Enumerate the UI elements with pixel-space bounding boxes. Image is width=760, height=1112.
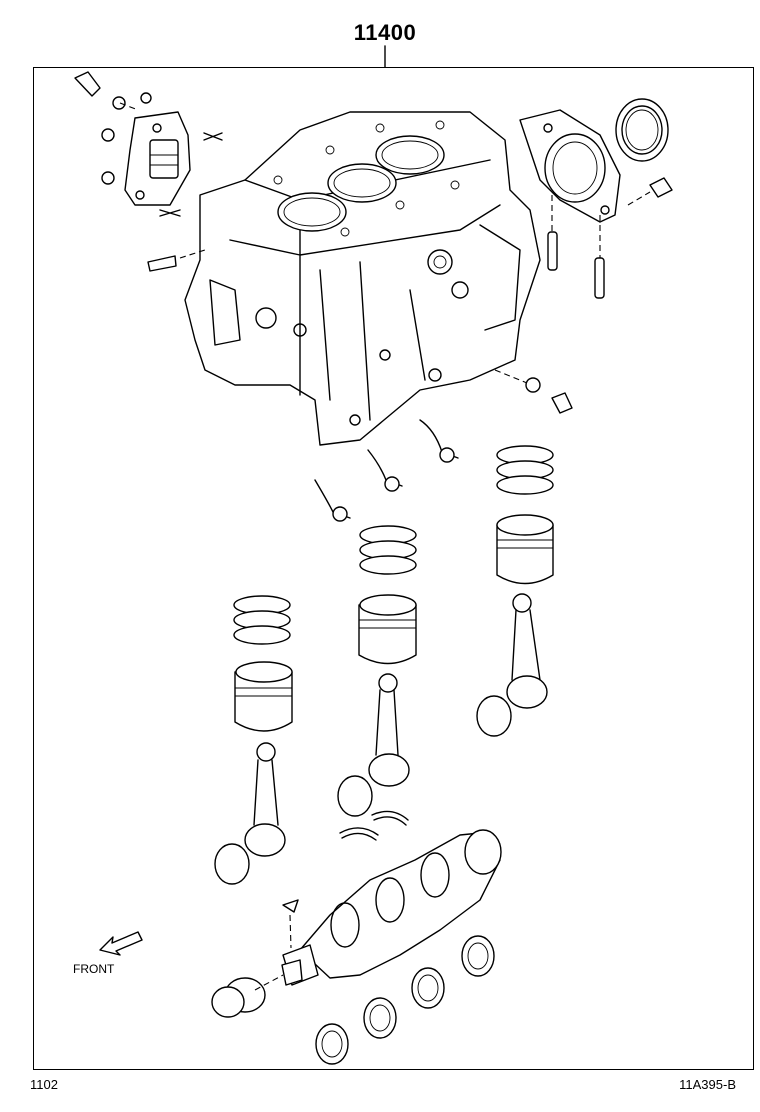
piston-2 (358, 594, 417, 665)
crankshaft (281, 829, 502, 986)
piston-3 (234, 661, 293, 732)
rear-oil-seal (615, 98, 669, 162)
front-direction-arrow-icon (99, 931, 143, 956)
block-side-bolts (494, 369, 573, 414)
rear-studs (547, 177, 673, 299)
piston-ring-set-1 (496, 445, 554, 495)
oil-seal-retainer-front (124, 111, 191, 206)
main-bearings (315, 935, 495, 1065)
connecting-rod-1 (476, 593, 548, 737)
connecting-rod-2 (337, 673, 410, 817)
oil-seal-retainer-rear (519, 109, 621, 223)
crankshaft-key (282, 899, 299, 949)
connecting-rod-3 (214, 742, 286, 885)
diagram-frame (33, 67, 754, 1070)
piston-1 (496, 514, 554, 585)
assembly-part-number: 11400 (353, 20, 417, 45)
oil-jets (314, 419, 459, 522)
piston-ring-set-3 (233, 595, 291, 645)
small-bolts-front (74, 71, 223, 272)
front-label: FRONT (73, 962, 115, 976)
piston-ring-set-2 (359, 525, 417, 575)
page-code: 1102 (30, 1077, 58, 1092)
crankshaft-timing-gear (211, 974, 284, 1018)
cylinder-block (184, 111, 541, 446)
thrust-washers (339, 810, 409, 841)
illustration-code: 11A395-B (679, 1077, 736, 1092)
